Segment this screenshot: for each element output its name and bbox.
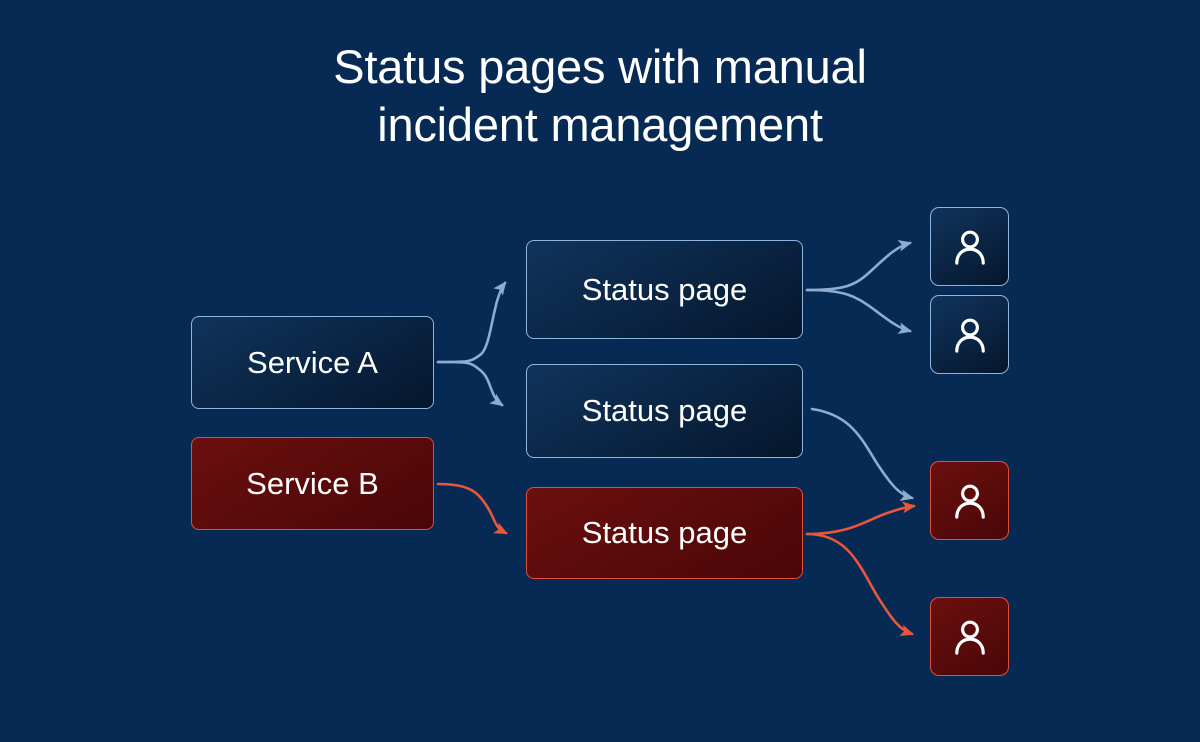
node-user-2[interactable] <box>930 295 1009 374</box>
edge-status-page-3-to-user-4 <box>805 532 915 637</box>
edge-status-page-2-to-user-3 <box>810 407 915 502</box>
page-title: Status pages with manual incident manage… <box>333 40 867 151</box>
node-service-b-label: Service B <box>246 465 379 501</box>
edge-service-a-to-status-page-1 <box>436 281 507 364</box>
node-status-page-3-label: Status page <box>581 515 748 550</box>
node-service-b[interactable]: Service B <box>191 437 434 530</box>
edge-status-page-3-to-user-3 <box>805 501 917 536</box>
person-icon <box>954 620 985 655</box>
node-service-a-label: Service A <box>247 344 378 380</box>
person-icon <box>954 230 985 265</box>
node-user-1[interactable] <box>930 207 1009 286</box>
node-status-page-2-label: Status page <box>581 393 748 428</box>
person-icon <box>954 484 985 519</box>
edge-service-a-to-status-page-2 <box>436 360 504 407</box>
edge-status-page-1-to-user-1 <box>805 239 913 292</box>
node-status-page-2[interactable]: Status page <box>526 364 803 458</box>
node-status-page-3[interactable]: Status page <box>526 487 803 579</box>
node-status-page-1[interactable]: Status page <box>526 240 803 339</box>
edge-status-page-1-to-user-2 <box>805 288 913 335</box>
node-service-a[interactable]: Service A <box>191 316 434 409</box>
node-user-3[interactable] <box>930 461 1009 540</box>
person-icon <box>954 318 985 353</box>
node-status-page-1-label: Status page <box>581 271 748 307</box>
edge-service-b-to-status-page-3 <box>436 482 508 535</box>
node-user-4[interactable] <box>930 597 1009 676</box>
